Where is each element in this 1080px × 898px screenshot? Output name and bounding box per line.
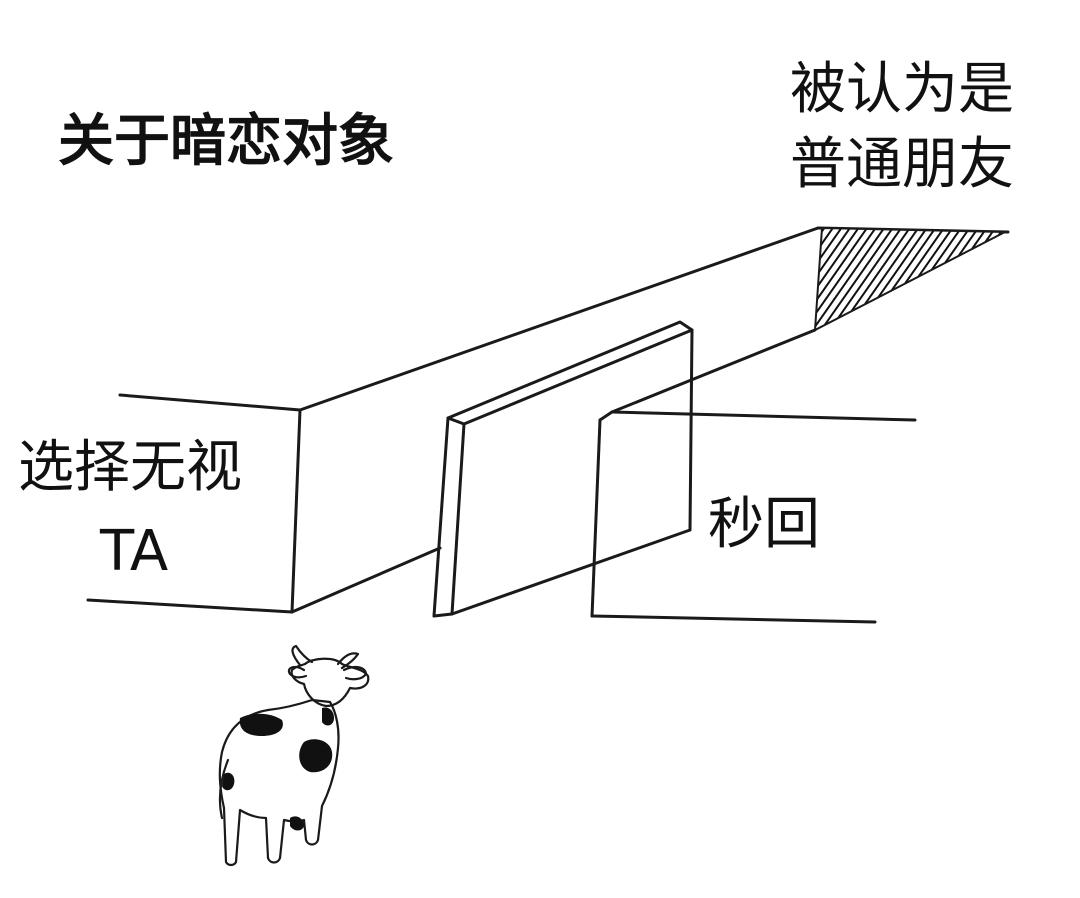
far-path-line-1: 被认为是 [790, 57, 1014, 122]
meme-title: 关于暗恋对象 [58, 109, 394, 174]
cow-icon [218, 644, 370, 867]
far-path-caption: 被认为是 普通朋友 [790, 57, 1014, 197]
left-path-line-1: 选择无视 [18, 435, 242, 500]
left-path-line-2: TA [99, 519, 168, 584]
far-path-line-2: 普通朋友 [790, 132, 1014, 197]
right-path-caption: 秒回 [708, 492, 820, 557]
middle-slab [432, 320, 694, 618]
far-path-shadow [610, 226, 1006, 414]
right-wall-block [590, 410, 917, 624]
left-path-caption: 选择无视 TA [18, 435, 242, 584]
maze-illustration [86, 226, 1010, 624]
